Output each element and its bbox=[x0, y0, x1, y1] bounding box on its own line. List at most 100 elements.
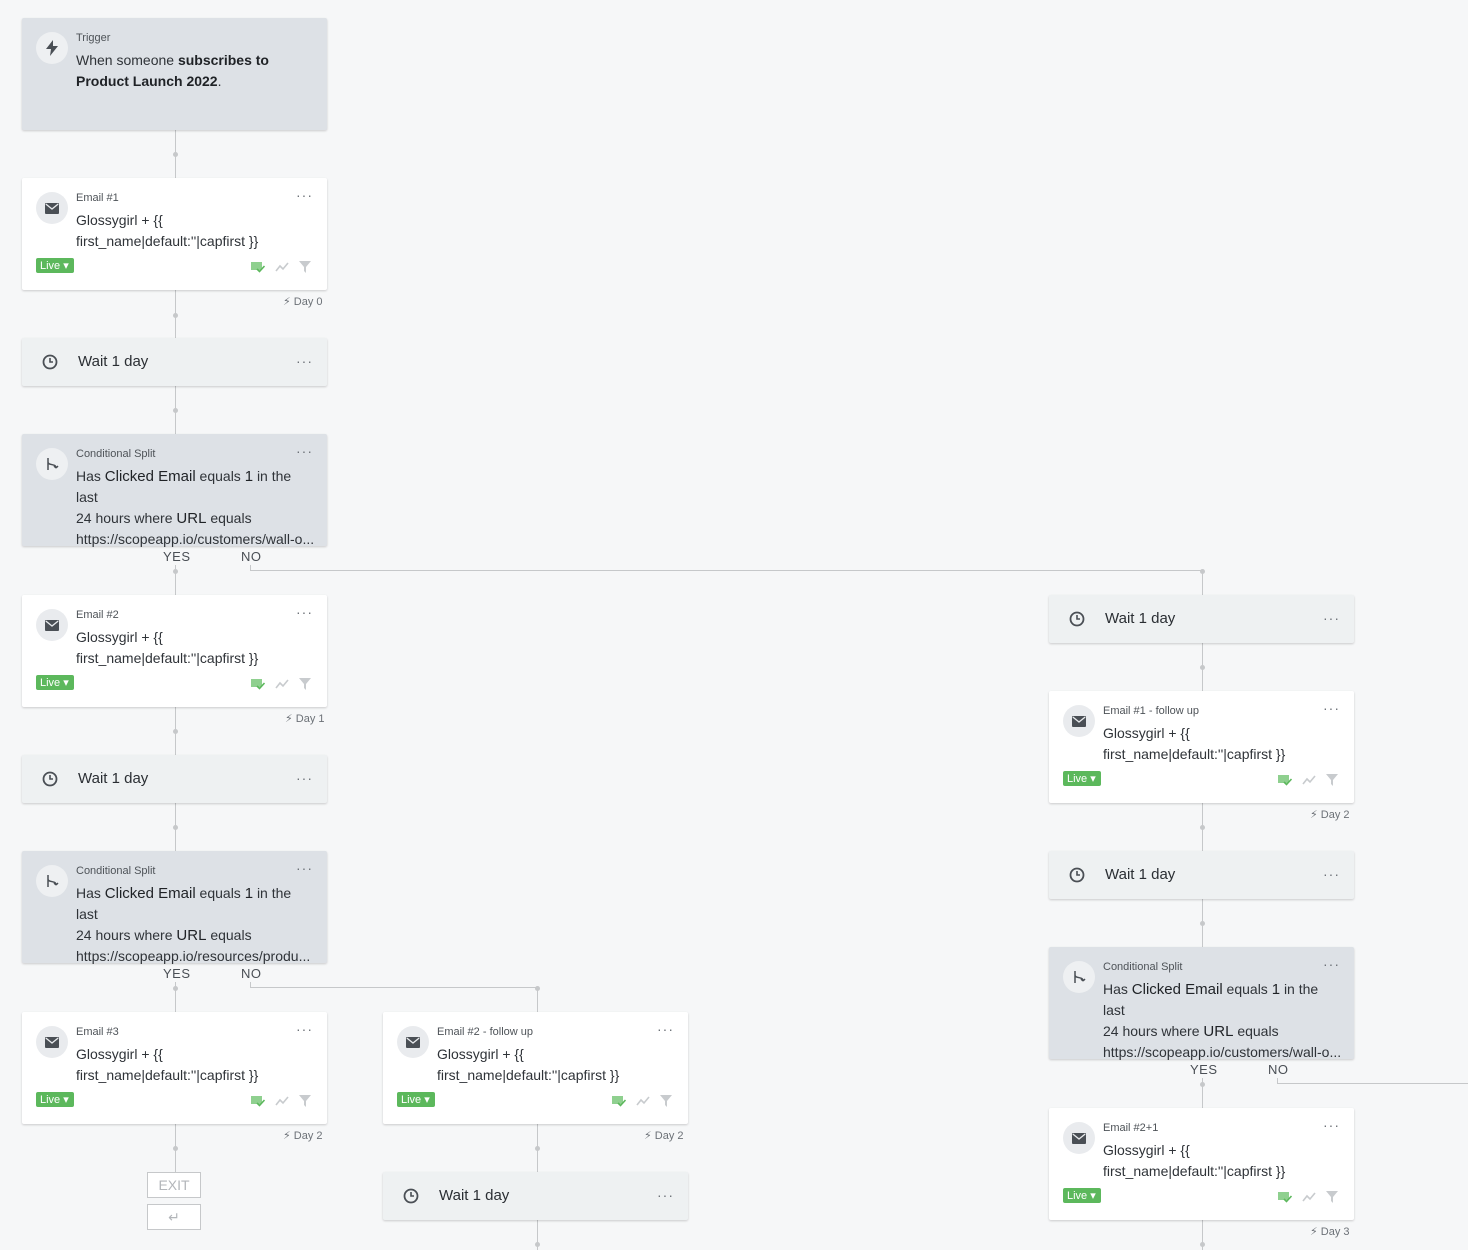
connector-dot bbox=[173, 825, 178, 830]
connector-dot bbox=[1200, 569, 1205, 574]
more-menu-button[interactable]: ··· bbox=[1323, 1117, 1340, 1133]
no-branch-label: NO bbox=[1268, 1062, 1289, 1077]
trend-icon[interactable] bbox=[1302, 773, 1316, 785]
clock-icon bbox=[36, 348, 64, 376]
more-menu-button[interactable]: ··· bbox=[296, 860, 313, 876]
more-menu-button[interactable]: ··· bbox=[296, 770, 313, 786]
day-tag: ⚡ Day 0 bbox=[283, 296, 323, 308]
trend-icon[interactable] bbox=[636, 1094, 650, 1106]
email-subject: Glossygirl + {{first_name|default:''|cap… bbox=[76, 212, 259, 249]
conditional-split-card-2[interactable]: Conditional Split ··· Has Clicked Email … bbox=[22, 851, 327, 964]
lightning-icon bbox=[36, 32, 68, 64]
email-status-icons bbox=[612, 1094, 674, 1107]
reenter-button[interactable]: ↵ bbox=[147, 1204, 201, 1230]
sent-check-icon bbox=[1278, 1190, 1293, 1203]
email-label: Email #2 - follow up bbox=[437, 1026, 533, 1038]
sent-check-icon bbox=[251, 1094, 266, 1107]
sent-check-icon bbox=[251, 260, 266, 273]
wait-label: Wait 1 day bbox=[439, 1187, 510, 1204]
connector-dot bbox=[1200, 1242, 1205, 1247]
connector-dot bbox=[1200, 921, 1205, 926]
connector bbox=[1277, 1083, 1468, 1084]
conditional-split-card-1[interactable]: Conditional Split ··· Has Clicked Email … bbox=[22, 434, 327, 547]
trend-icon[interactable] bbox=[275, 260, 289, 272]
conditional-split-card-3[interactable]: Conditional Split ··· Has Clicked Email … bbox=[1049, 947, 1354, 1060]
no-branch-label: NO bbox=[241, 966, 262, 981]
more-menu-button[interactable]: ··· bbox=[296, 1021, 313, 1037]
envelope-icon bbox=[36, 1026, 68, 1058]
wait-card[interactable]: Wait 1 day ··· bbox=[1049, 851, 1354, 899]
envelope-icon bbox=[1063, 1122, 1095, 1154]
wait-label: Wait 1 day bbox=[78, 770, 149, 787]
connector bbox=[250, 570, 1202, 571]
email-card-1-follow-up[interactable]: Email #1 - follow up ··· Glossygirl + {{… bbox=[1049, 691, 1354, 803]
email-subject: Glossygirl + {{first_name|default:''|cap… bbox=[76, 629, 259, 666]
envelope-icon bbox=[36, 609, 68, 641]
live-status-dropdown[interactable]: Live ▾ bbox=[36, 1092, 74, 1107]
live-status-dropdown[interactable]: Live ▾ bbox=[36, 258, 74, 273]
email-card-3[interactable]: Email #3 ··· Glossygirl + {{first_name|d… bbox=[22, 1012, 327, 1124]
more-menu-button[interactable]: ··· bbox=[1323, 866, 1340, 882]
wait-label: Wait 1 day bbox=[1105, 610, 1176, 627]
more-menu-button[interactable]: ··· bbox=[296, 353, 313, 369]
split-condition: Has Clicked Email equals 1 in the last 2… bbox=[1103, 981, 1342, 1060]
connector bbox=[1202, 1220, 1203, 1250]
email-subject: Glossygirl + {{first_name|default:''|cap… bbox=[1103, 1142, 1286, 1179]
trigger-card[interactable]: Trigger When someone subscribes to Produ… bbox=[22, 18, 327, 130]
connector-dot bbox=[1200, 825, 1205, 830]
filter-icon[interactable] bbox=[299, 1094, 313, 1107]
split-label: Conditional Split bbox=[76, 865, 156, 877]
more-menu-button[interactable]: ··· bbox=[1323, 956, 1340, 972]
split-icon bbox=[1063, 961, 1095, 993]
email-card-1[interactable]: Email #1 ··· Glossygirl + {{first_name|d… bbox=[22, 178, 327, 290]
more-menu-button[interactable]: ··· bbox=[296, 443, 313, 459]
email-status-icons bbox=[1278, 1190, 1340, 1203]
connector-dot bbox=[173, 313, 178, 318]
email-card-2-plus-1[interactable]: Email #2+1 ··· Glossygirl + {{first_name… bbox=[1049, 1108, 1354, 1220]
wait-card[interactable]: Wait 1 day ··· bbox=[383, 1172, 688, 1220]
return-arrow-icon: ↵ bbox=[168, 1209, 180, 1225]
live-status-dropdown[interactable]: Live ▾ bbox=[36, 675, 74, 690]
filter-icon[interactable] bbox=[299, 677, 313, 690]
filter-icon[interactable] bbox=[299, 260, 313, 273]
connector-dot bbox=[173, 152, 178, 157]
connector-dot bbox=[1200, 665, 1205, 670]
more-menu-button[interactable]: ··· bbox=[657, 1021, 674, 1037]
connector bbox=[1202, 1078, 1203, 1108]
sent-check-icon bbox=[251, 677, 266, 690]
trend-icon[interactable] bbox=[275, 677, 289, 689]
trend-icon[interactable] bbox=[1302, 1190, 1316, 1202]
trend-icon[interactable] bbox=[275, 1094, 289, 1106]
email-card-2[interactable]: Email #2 ··· Glossygirl + {{first_name|d… bbox=[22, 595, 327, 707]
clock-icon bbox=[397, 1182, 425, 1210]
more-menu-button[interactable]: ··· bbox=[657, 1187, 674, 1203]
clock-icon bbox=[1063, 861, 1091, 889]
email-subject: Glossygirl + {{first_name|default:''|cap… bbox=[1103, 725, 1286, 762]
filter-icon[interactable] bbox=[1326, 1190, 1340, 1203]
more-menu-button[interactable]: ··· bbox=[1323, 700, 1340, 716]
live-status-dropdown[interactable]: Live ▾ bbox=[397, 1092, 435, 1107]
more-menu-button[interactable]: ··· bbox=[296, 187, 313, 203]
wait-card[interactable]: Wait 1 day ··· bbox=[22, 338, 327, 386]
wait-card[interactable]: Wait 1 day ··· bbox=[1049, 595, 1354, 643]
email-subject: Glossygirl + {{first_name|default:''|cap… bbox=[76, 1046, 259, 1083]
filter-icon[interactable] bbox=[1326, 773, 1340, 786]
live-status-dropdown[interactable]: Live ▾ bbox=[1063, 1188, 1101, 1203]
email-label: Email #3 bbox=[76, 1026, 119, 1038]
connector-dot bbox=[535, 1146, 540, 1151]
email-status-icons bbox=[251, 677, 313, 690]
more-menu-button[interactable]: ··· bbox=[296, 604, 313, 620]
filter-icon[interactable] bbox=[660, 1094, 674, 1107]
email-status-icons bbox=[1278, 773, 1340, 786]
email-card-2-follow-up[interactable]: Email #2 - follow up ··· Glossygirl + {{… bbox=[383, 1012, 688, 1124]
trigger-description: When someone subscribes to Product Launc… bbox=[76, 52, 269, 89]
wait-card[interactable]: Wait 1 day ··· bbox=[22, 755, 327, 803]
email-status-icons bbox=[251, 260, 313, 273]
live-status-dropdown[interactable]: Live ▾ bbox=[1063, 771, 1101, 786]
more-menu-button[interactable]: ··· bbox=[1323, 610, 1340, 626]
envelope-icon bbox=[397, 1026, 429, 1058]
no-branch-label: NO bbox=[241, 549, 262, 564]
clock-icon bbox=[1063, 605, 1091, 633]
exit-node[interactable]: EXIT bbox=[147, 1172, 201, 1198]
